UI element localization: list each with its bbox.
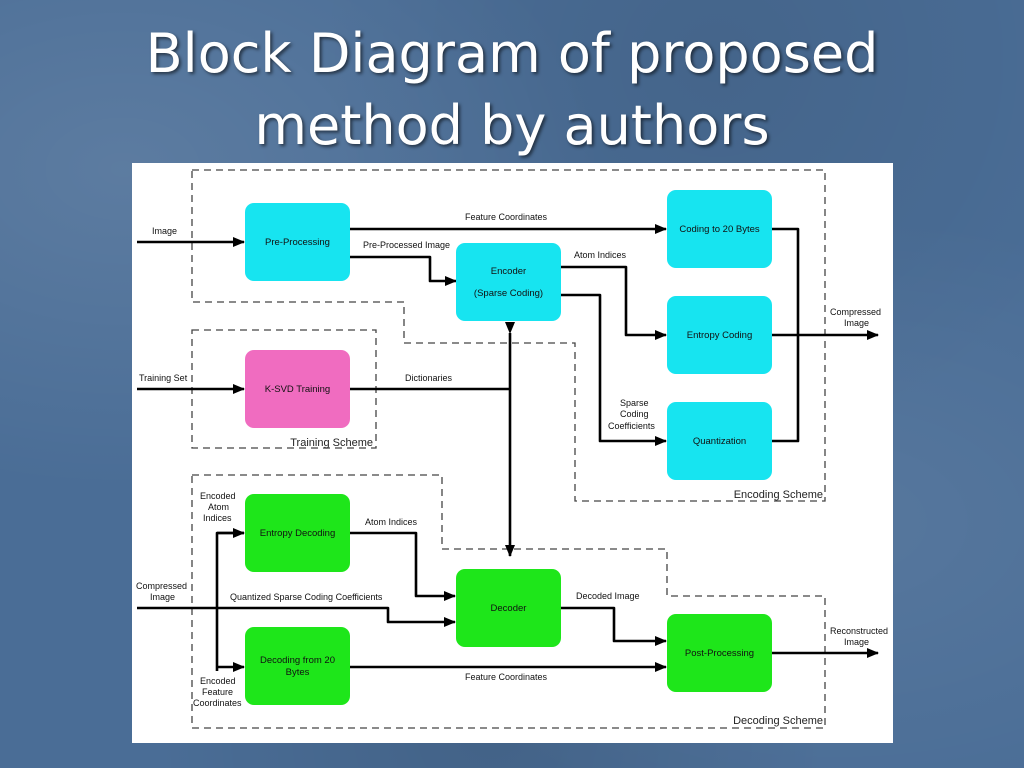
encoder-block: Encoder (Sparse Coding) bbox=[456, 243, 561, 321]
entropy-decoding-block: Entropy Decoding bbox=[245, 494, 350, 572]
pre-processed-image-arrow bbox=[350, 255, 457, 286]
compressed-image-out-label-1: Compressed bbox=[830, 307, 881, 317]
encoding-scheme-label: Encoding Scheme bbox=[734, 489, 823, 501]
sparse-coding-coefficients-label-1: Sparse bbox=[620, 398, 649, 408]
sparse-coefficients-arrow bbox=[561, 293, 667, 446]
atom-indices-decoder-arrow bbox=[350, 531, 456, 601]
image-label: Image bbox=[152, 226, 177, 236]
post-processing-label: Post-Processing bbox=[685, 648, 754, 659]
decoded-image-arrow bbox=[561, 606, 667, 646]
decoding-scheme-boundary bbox=[191, 474, 826, 729]
slide-title-line-1: Block Diagram of proposed bbox=[145, 22, 879, 85]
slide-title: Block Diagram of proposed method by auth… bbox=[0, 18, 1024, 162]
decoding-20-bytes-sublabel: Bytes bbox=[286, 667, 310, 678]
compressed-image-input-arrow bbox=[137, 606, 456, 627]
encoded-feature-coordinates-label-2: Feature bbox=[202, 687, 233, 697]
encoded-split-line bbox=[215, 531, 244, 671]
coding-20-bytes-block: Coding to 20 Bytes bbox=[667, 190, 772, 268]
encoded-feature-coordinates-label-3: Coordinates bbox=[193, 698, 242, 708]
decoding-scheme-label: Decoding Scheme bbox=[733, 715, 823, 727]
ksvd-training-label: K-SVD Training bbox=[265, 384, 330, 395]
compressed-image-out-label-2: Image bbox=[844, 318, 869, 328]
decoder-block: Decoder bbox=[456, 569, 561, 647]
post-processing-block: Post-Processing bbox=[667, 614, 772, 692]
encoded-atom-indices-label-1: Encoded bbox=[200, 491, 236, 501]
decoding-20-bytes-block: Decoding from 20 Bytes bbox=[245, 627, 350, 705]
compressed-image-in-label-1: Compressed bbox=[136, 581, 187, 591]
training-set-label: Training Set bbox=[139, 373, 188, 383]
quantized-coefficients-label: Quantized Sparse Coding Coefficients bbox=[230, 592, 383, 602]
sparse-coding-coefficients-label-2: Coding bbox=[620, 409, 649, 419]
pre-processing-label: Pre-Processing bbox=[265, 237, 330, 248]
feature-coordinates-top-label: Feature Coordinates bbox=[465, 212, 548, 222]
quantization-block: Quantization bbox=[667, 402, 772, 480]
training-scheme-label: Training Scheme bbox=[290, 437, 373, 449]
encoded-feature-coordinates-label-1: Encoded bbox=[200, 676, 236, 686]
reconstructed-image-label-1: Reconstructed bbox=[830, 626, 888, 636]
pre-processed-image-label: Pre-Processed Image bbox=[363, 240, 450, 250]
coding-20-bytes-label: Coding to 20 Bytes bbox=[679, 224, 760, 235]
pre-processing-block: Pre-Processing bbox=[245, 203, 350, 281]
sparse-coding-coefficients-label-3: Coefficients bbox=[608, 421, 655, 431]
decoder-label: Decoder bbox=[491, 603, 527, 614]
atom-indices-bottom-label: Atom Indices bbox=[365, 517, 418, 527]
decoded-image-label: Decoded Image bbox=[576, 591, 640, 601]
entropy-decoding-label: Entropy Decoding bbox=[260, 528, 336, 539]
quantization-label: Quantization bbox=[693, 436, 746, 447]
decoding-20-bytes-label: Decoding from 20 bbox=[260, 655, 335, 666]
ksvd-training-block: K-SVD Training bbox=[245, 350, 350, 428]
feature-coordinates-bottom-label: Feature Coordinates bbox=[465, 672, 548, 682]
encoding-scheme-boundary bbox=[191, 169, 826, 502]
entropy-coding-block: Entropy Coding bbox=[667, 296, 772, 374]
encoder-sublabel: (Sparse Coding) bbox=[474, 288, 543, 299]
compressed-image-in-label-2: Image bbox=[150, 592, 175, 602]
encoded-atom-indices-label-3: Indices bbox=[203, 513, 232, 523]
slide-title-line-2: method by authors bbox=[254, 94, 770, 157]
reconstructed-image-label-2: Image bbox=[844, 637, 869, 647]
encoded-atom-indices-label-2: Atom bbox=[208, 502, 229, 512]
block-diagram: Encoding Scheme Training Scheme Decoding… bbox=[136, 169, 888, 729]
atom-indices-encoder-arrow bbox=[561, 265, 667, 340]
entropy-coding-label: Entropy Coding bbox=[687, 330, 752, 341]
dictionaries-label: Dictionaries bbox=[405, 373, 453, 383]
encoder-label: Encoder bbox=[491, 266, 526, 277]
atom-indices-top-label: Atom Indices bbox=[574, 250, 627, 260]
block-diagram-panel: Encoding Scheme Training Scheme Decoding… bbox=[132, 163, 893, 743]
